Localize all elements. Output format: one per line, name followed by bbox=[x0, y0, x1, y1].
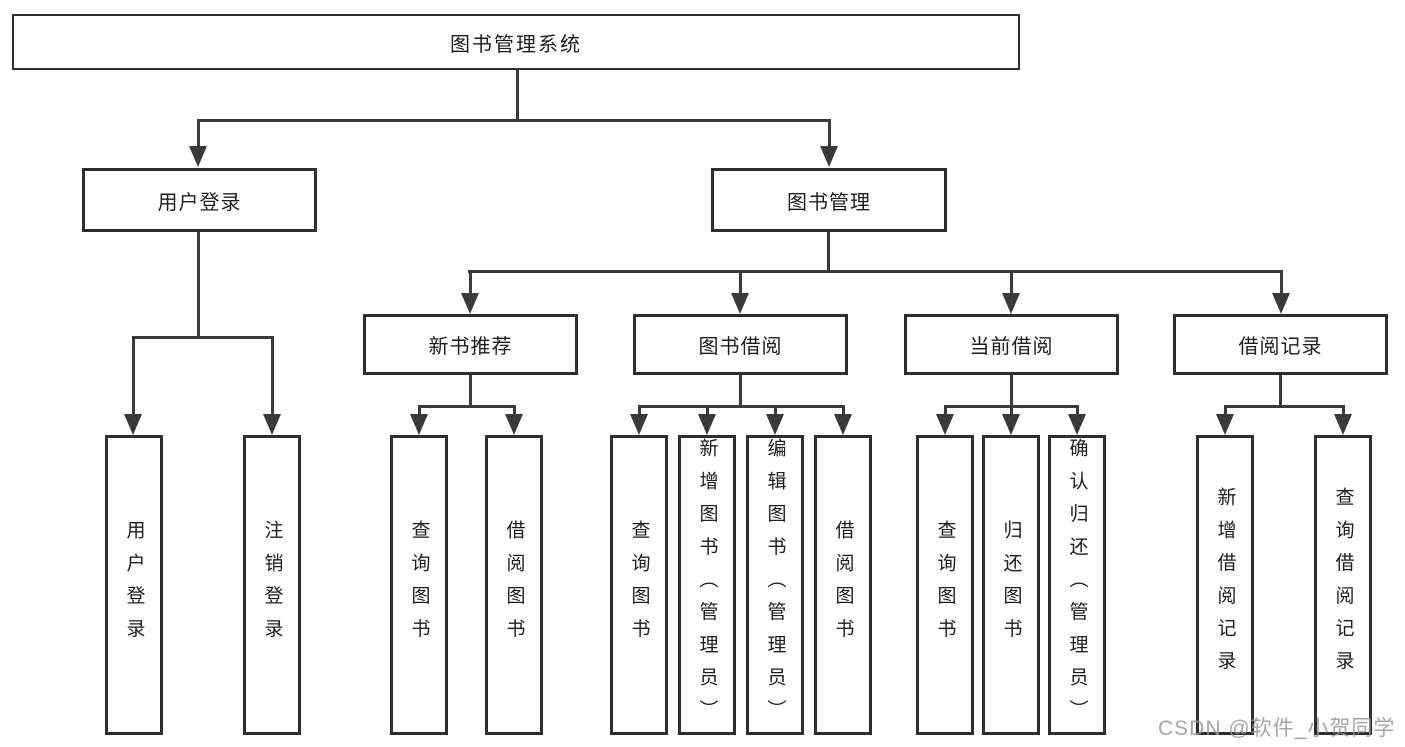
connector-line bbox=[418, 405, 421, 416]
connector-line bbox=[638, 405, 641, 416]
connector-line bbox=[828, 119, 831, 147]
connector-line bbox=[197, 119, 200, 147]
connector-line bbox=[271, 336, 274, 416]
arrow-down-icon bbox=[731, 293, 749, 314]
arrow-down-icon bbox=[263, 414, 281, 435]
leaf-logout: 注销登录 bbox=[243, 435, 301, 735]
connector-line bbox=[418, 405, 516, 408]
connector-line bbox=[739, 270, 742, 294]
connector-line bbox=[1279, 375, 1282, 406]
leaf-user-login: 用户登录 bbox=[105, 435, 163, 735]
arrow-down-icon bbox=[630, 414, 648, 435]
node-library-system: 图书管理系统 bbox=[12, 14, 1020, 70]
connector-line bbox=[132, 336, 274, 339]
leaf-query-books-recommend: 查询图书 bbox=[390, 435, 448, 735]
arrow-down-icon bbox=[766, 414, 784, 435]
connector-line bbox=[842, 405, 845, 416]
arrow-down-icon bbox=[410, 414, 428, 435]
node-borrow-records: 借阅记录 bbox=[1173, 314, 1388, 375]
connector-line bbox=[827, 232, 830, 272]
arrow-down-icon bbox=[124, 414, 142, 435]
connector-line bbox=[1224, 405, 1227, 416]
connector-line bbox=[469, 375, 472, 406]
arrow-down-icon bbox=[1068, 414, 1086, 435]
arrow-down-icon bbox=[1002, 293, 1020, 314]
leaf-edit-book-admin: 编辑图书（管理员） bbox=[746, 435, 804, 735]
arrow-down-icon bbox=[505, 414, 523, 435]
connector-line bbox=[1224, 405, 1345, 408]
connector-line bbox=[197, 232, 200, 337]
node-user-login: 用户登录 bbox=[82, 168, 317, 232]
arrow-down-icon bbox=[1002, 414, 1020, 435]
node-new-book-recommend: 新书推荐 bbox=[363, 314, 578, 375]
arrow-down-icon bbox=[820, 146, 838, 167]
arrow-down-icon bbox=[1272, 293, 1290, 314]
connector-line bbox=[516, 70, 519, 120]
connector-line bbox=[706, 405, 709, 416]
connector-line bbox=[1342, 405, 1345, 416]
leaf-return-book: 归还图书 bbox=[982, 435, 1040, 735]
leaf-query-books-current: 查询图书 bbox=[916, 435, 974, 735]
arrow-down-icon bbox=[1334, 414, 1352, 435]
leaf-confirm-return-admin: 确认归还（管理员） bbox=[1048, 435, 1106, 735]
leaf-borrow-books: 借阅图书 bbox=[814, 435, 872, 735]
connector-line bbox=[132, 336, 135, 416]
csdn-watermark: CSDN @软件_小贺同学 bbox=[1158, 717, 1396, 740]
connector-line bbox=[468, 270, 1282, 273]
connector-line bbox=[1010, 375, 1013, 406]
connector-line bbox=[513, 405, 516, 416]
connector-line bbox=[469, 270, 472, 294]
leaf-add-book-admin: 新增图书（管理员） bbox=[678, 435, 736, 735]
node-book-borrow: 图书借阅 bbox=[633, 314, 848, 375]
arrow-down-icon bbox=[461, 293, 479, 314]
connector-line bbox=[1010, 405, 1013, 416]
connector-line bbox=[197, 119, 831, 122]
leaf-query-books-borrow: 查询图书 bbox=[610, 435, 668, 735]
connector-line bbox=[1010, 270, 1013, 294]
arrow-down-icon bbox=[1216, 414, 1234, 435]
connector-line bbox=[944, 405, 947, 416]
arrow-down-icon bbox=[698, 414, 716, 435]
leaf-query-borrow-record: 查询借阅记录 bbox=[1314, 435, 1372, 735]
arrow-down-icon bbox=[834, 414, 852, 435]
connector-line bbox=[1280, 270, 1283, 294]
arrow-down-icon bbox=[936, 414, 954, 435]
connector-line bbox=[739, 375, 742, 406]
arrow-down-icon bbox=[189, 146, 207, 167]
node-book-management: 图书管理 bbox=[711, 168, 947, 232]
node-current-borrow: 当前借阅 bbox=[904, 314, 1119, 375]
connector-line bbox=[774, 405, 777, 416]
leaf-borrow-books-recommend: 借阅图书 bbox=[485, 435, 543, 735]
connector-line bbox=[1076, 405, 1079, 416]
leaf-add-borrow-record: 新增借阅记录 bbox=[1196, 435, 1254, 735]
connector-line bbox=[638, 405, 845, 408]
